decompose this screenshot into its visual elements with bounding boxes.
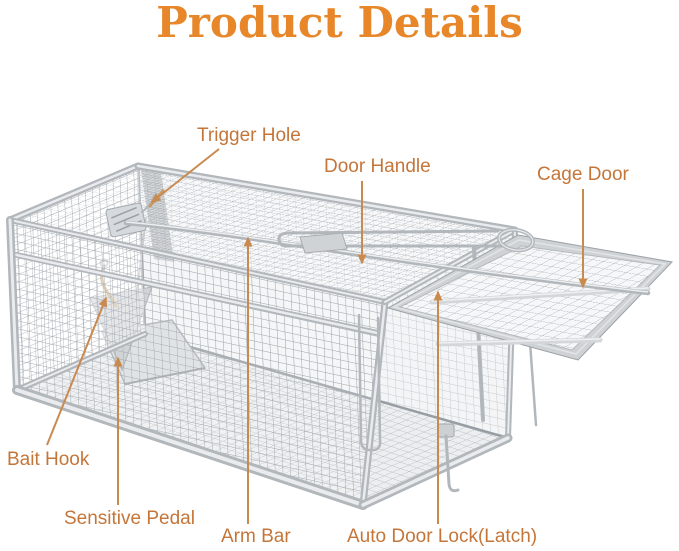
label-door-handle: Door Handle xyxy=(324,156,431,177)
leader-bait-hook xyxy=(46,296,108,446)
top-rods xyxy=(105,189,651,296)
auto-door-latch xyxy=(437,423,460,493)
page-title: Product Details xyxy=(156,0,523,47)
cage-door-panel xyxy=(386,234,674,361)
label-auto-door-lock: Auto Door Lock(Latch) xyxy=(347,526,538,547)
cage-frame xyxy=(6,162,519,510)
label-cage-door: Cage Door xyxy=(537,164,629,185)
cage-front-panel xyxy=(10,220,385,505)
label-trigger-hole: Trigger Hole xyxy=(197,125,301,146)
label-arm-bar: Arm Bar xyxy=(221,526,291,547)
leader-trigger-hole xyxy=(150,148,220,203)
door-guide-rods xyxy=(429,286,651,347)
leader-lines xyxy=(46,148,588,524)
lock-u-wire xyxy=(357,313,382,452)
door-handle-rod xyxy=(277,227,535,254)
label-bait-hook: Bait Hook xyxy=(7,449,90,470)
label-sensitive-pedal: Sensitive Pedal xyxy=(64,508,195,529)
